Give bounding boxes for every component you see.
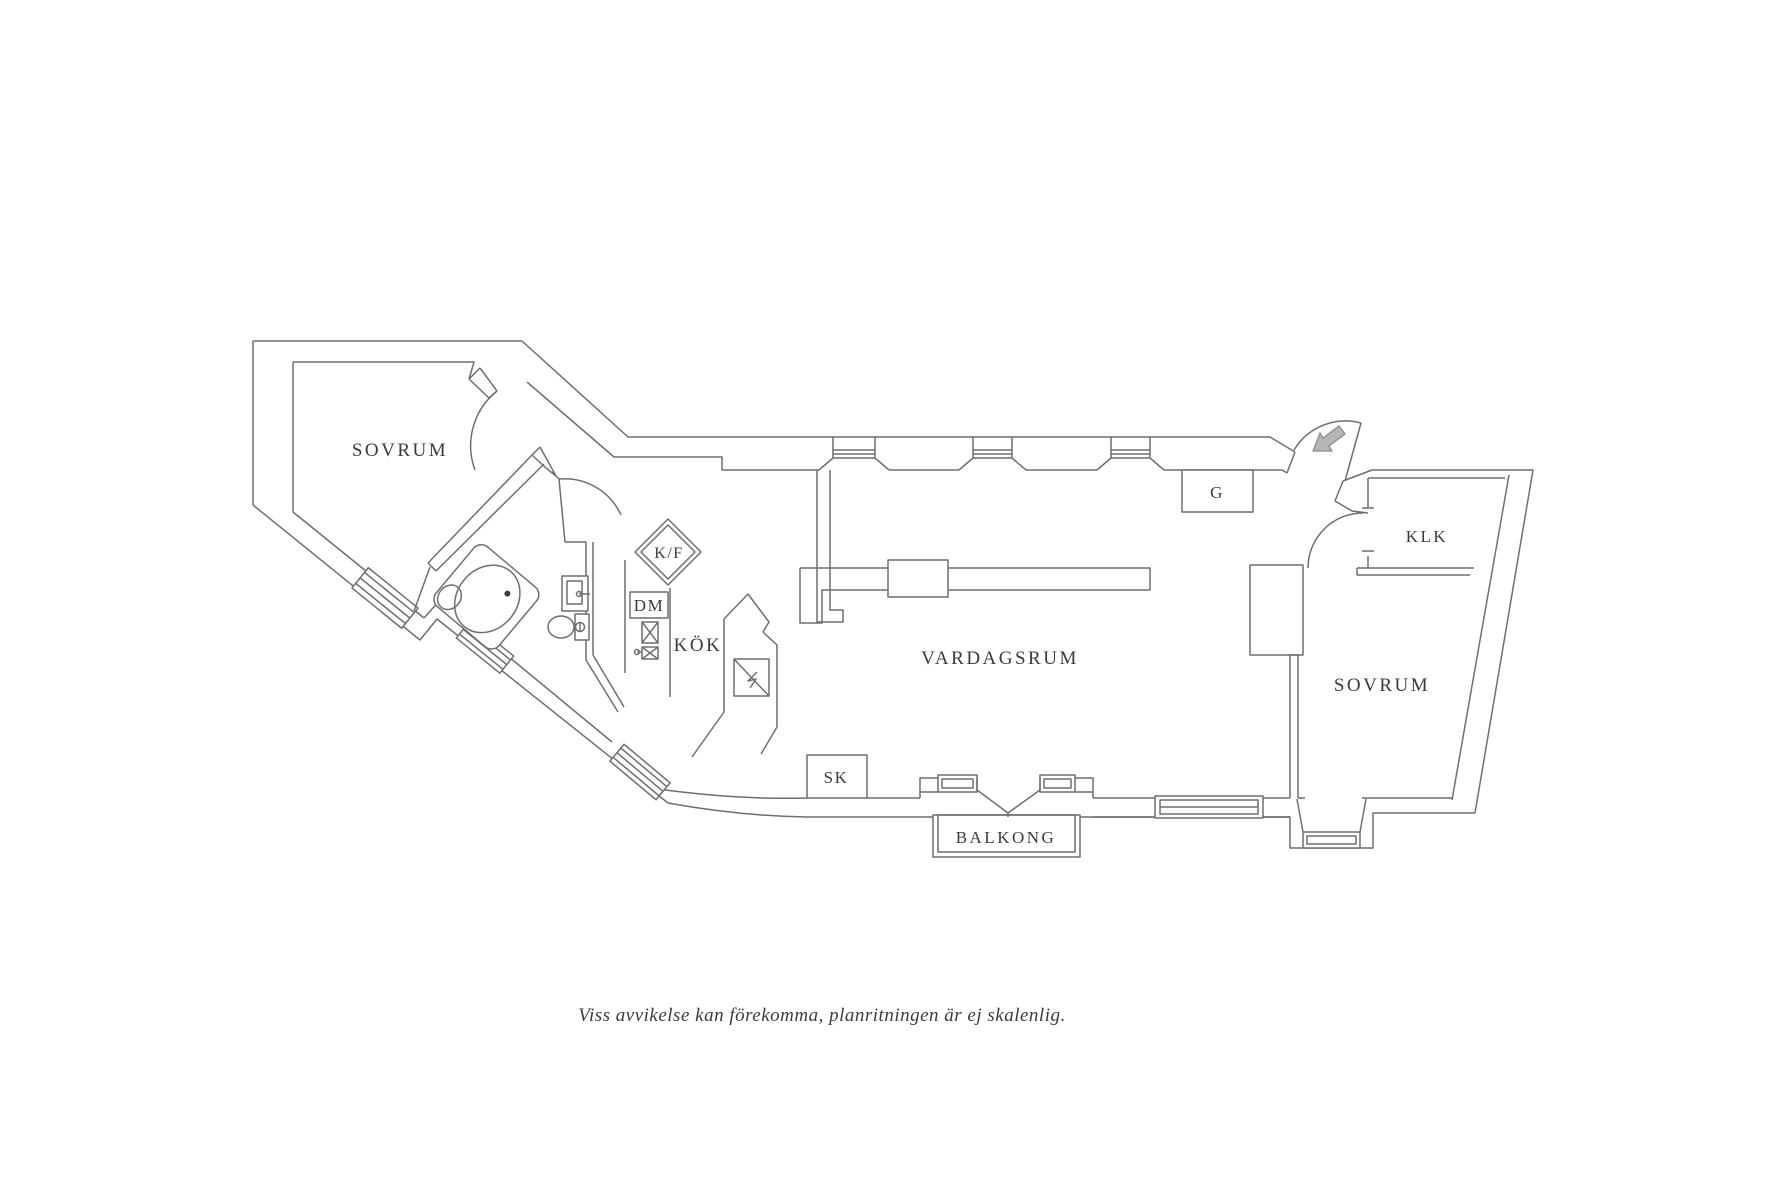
- wall-stub: [816, 470, 844, 623]
- room-label-balcony: BALKONG: [956, 828, 1057, 847]
- balcony: [932, 814, 1081, 858]
- closet-box: [806, 754, 868, 799]
- door-leaf: [1344, 422, 1362, 482]
- stove-icon: [641, 621, 659, 644]
- bedroom-right: [1249, 564, 1367, 849]
- room-label-kitchen: KÖK: [674, 635, 723, 656]
- door-arc-icon: [469, 390, 498, 471]
- kitchen: [624, 470, 844, 758]
- bathtub-icon: [433, 543, 540, 650]
- bathroom: [433, 471, 625, 713]
- chimney-icon: [691, 593, 778, 758]
- window-icon: [1296, 798, 1367, 849]
- top-wall-windows: [818, 437, 1165, 471]
- kitchen-sink-icon: [633, 646, 659, 660]
- label-fridge-freezer: K/F: [654, 545, 683, 562]
- label-closet: SK: [824, 768, 849, 787]
- counter-icon: [799, 559, 1151, 624]
- entrance: [1293, 420, 1362, 482]
- window-icon: [937, 774, 978, 793]
- room-label-klk: KLK: [1406, 527, 1448, 546]
- door-arc-icon: [1307, 512, 1364, 569]
- living-room: [799, 559, 1264, 819]
- wardrobe-unit: [1249, 564, 1304, 656]
- label-dishwasher: DM: [634, 596, 664, 615]
- french-door-icon: [976, 789, 1041, 817]
- room-label-bedroom-right: SOVRUM: [1334, 675, 1430, 696]
- window-icon: [818, 437, 890, 471]
- label-wardrobe: G: [1210, 483, 1224, 502]
- balcony-doors: [919, 774, 1094, 817]
- dishwasher-box: [629, 591, 669, 619]
- window-icon: [609, 743, 671, 801]
- room-label-bedroom-left: SOVRUM: [352, 440, 448, 461]
- door-arc-icon: [558, 478, 622, 516]
- window-icon: [1096, 437, 1165, 471]
- hall-and-bedroom-left-walls: [413, 367, 557, 612]
- window-icon: [351, 567, 419, 629]
- door-arc-icon: [1293, 420, 1362, 451]
- window-icon: [1039, 774, 1076, 793]
- wardrobe-box: [1181, 469, 1254, 513]
- walk-in-closet: [1307, 478, 1474, 576]
- room-label-living-room: VARDAGSRUM: [921, 648, 1079, 669]
- fridge-freezer-icon: [634, 518, 702, 586]
- window-icon: [1154, 795, 1264, 819]
- entrance-arrow-icon: [1312, 425, 1346, 452]
- sink-icon: [561, 575, 590, 612]
- disclaimer-note: Viss avvikelse kan förekomma, planritnin…: [578, 1005, 1065, 1026]
- window-icon: [958, 437, 1027, 471]
- toilet-icon: [547, 613, 590, 641]
